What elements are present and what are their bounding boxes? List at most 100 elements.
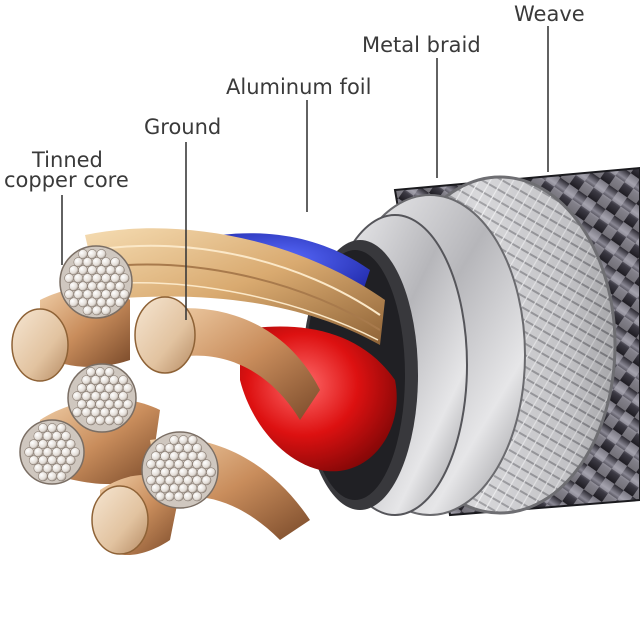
strand — [73, 289, 84, 300]
strand — [187, 467, 198, 478]
strand — [95, 399, 106, 410]
strand — [146, 459, 157, 470]
strand — [81, 391, 92, 402]
strand — [33, 463, 44, 474]
strand — [118, 375, 129, 385]
strand — [113, 415, 124, 426]
strand — [169, 467, 180, 478]
strand — [68, 281, 79, 292]
strand — [101, 273, 111, 284]
strand — [113, 383, 124, 394]
strand — [33, 447, 44, 458]
strand — [81, 407, 92, 418]
label-ground: Ground — [144, 115, 222, 139]
label-aluminum-foil: Aluminum foil — [226, 75, 372, 99]
tinned-bundle-bottom — [91, 431, 310, 555]
strand — [110, 257, 121, 267]
strand — [65, 455, 76, 466]
strand — [86, 383, 96, 394]
strand — [38, 455, 48, 466]
tinned-bundle-middle — [40, 363, 160, 485]
strand — [201, 459, 212, 470]
strand — [192, 491, 203, 502]
strand — [86, 415, 96, 426]
strand — [173, 475, 184, 486]
strand — [61, 463, 71, 474]
strand — [183, 443, 193, 453]
strand — [82, 257, 93, 267]
strand — [150, 467, 161, 478]
strand — [72, 407, 83, 418]
strand — [82, 289, 93, 300]
strand — [114, 297, 125, 308]
label-tinned-copper-core-line1: Tinned — [32, 148, 103, 172]
label-weave: Weave — [514, 2, 585, 26]
strand — [78, 281, 88, 292]
strand — [64, 289, 75, 300]
strand — [192, 475, 203, 486]
tinned-bundle-left — [19, 419, 85, 485]
strand — [68, 265, 79, 276]
strand — [104, 399, 115, 410]
strand — [155, 459, 166, 470]
strand — [73, 273, 84, 284]
strand — [87, 249, 98, 259]
strand — [109, 391, 119, 402]
strand — [110, 289, 121, 300]
strand — [178, 435, 189, 445]
strand — [81, 375, 92, 385]
strand — [164, 475, 175, 486]
strand — [51, 431, 62, 441]
strand — [178, 483, 189, 494]
strand — [90, 391, 101, 402]
strand — [96, 265, 107, 276]
strand — [101, 257, 111, 267]
strand — [187, 483, 198, 494]
strand — [110, 273, 121, 284]
strand — [169, 435, 180, 445]
strand — [169, 483, 180, 494]
strand — [114, 281, 125, 292]
label-metal-braid: Metal braid — [362, 33, 481, 57]
strand — [47, 455, 58, 466]
strand — [56, 455, 67, 466]
strand — [95, 383, 106, 394]
strand — [70, 447, 81, 458]
strand — [38, 471, 48, 482]
strand — [47, 423, 58, 433]
strand — [78, 249, 88, 259]
strand — [196, 451, 207, 462]
strand — [160, 467, 170, 478]
strand — [183, 491, 193, 502]
strand — [178, 467, 189, 478]
strand — [114, 265, 125, 276]
strand — [38, 423, 48, 433]
leader-lines — [61, 26, 549, 320]
strand — [90, 407, 101, 418]
strand — [122, 399, 133, 410]
strand — [91, 257, 102, 267]
strand — [155, 491, 166, 502]
strand — [196, 467, 207, 478]
strand — [173, 459, 184, 470]
strand — [42, 447, 53, 458]
strand — [150, 483, 161, 494]
strand — [146, 475, 157, 486]
strand — [164, 459, 175, 470]
strand — [155, 475, 166, 486]
strand — [160, 451, 170, 462]
strand — [95, 415, 106, 426]
strand — [105, 265, 116, 276]
strand — [113, 399, 124, 410]
strand — [119, 289, 130, 300]
strand — [118, 391, 129, 402]
strand — [187, 451, 198, 462]
strand — [169, 451, 180, 462]
strand — [118, 407, 129, 418]
strand — [119, 273, 130, 284]
strand — [91, 289, 102, 300]
strand — [178, 451, 189, 462]
strand — [122, 383, 133, 394]
strand — [173, 443, 184, 453]
